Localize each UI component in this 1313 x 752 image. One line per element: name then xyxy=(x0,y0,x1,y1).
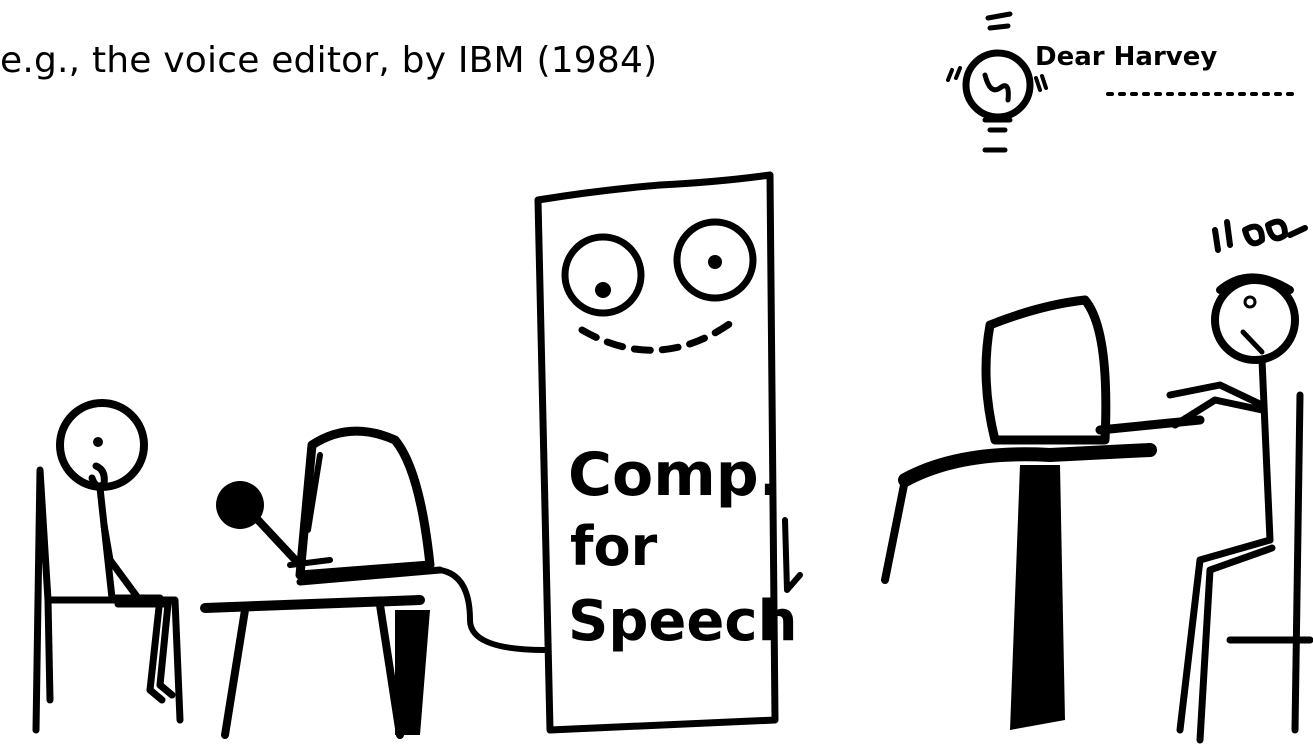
desk-with-monitor xyxy=(200,426,548,739)
typing-person-figure xyxy=(1166,218,1313,744)
right-desk-with-computer xyxy=(881,295,1205,730)
speech-computer-label-line-1: Comp. xyxy=(568,440,782,510)
thought-text: Dear Harvey xyxy=(1035,42,1217,72)
speech-computer-label-line-3: Speech xyxy=(568,589,797,654)
slide-caption: e.g., the voice editor, by IBM (1984) xyxy=(0,40,658,81)
speaking-person-figure xyxy=(32,399,184,734)
lightbulb-icon: Dear Harvey xyxy=(946,11,1302,153)
speech-computer-label-line-2: for xyxy=(570,515,658,578)
speech-computer-tower: Comp. for Speech xyxy=(534,171,803,734)
microphone-icon xyxy=(216,481,333,569)
